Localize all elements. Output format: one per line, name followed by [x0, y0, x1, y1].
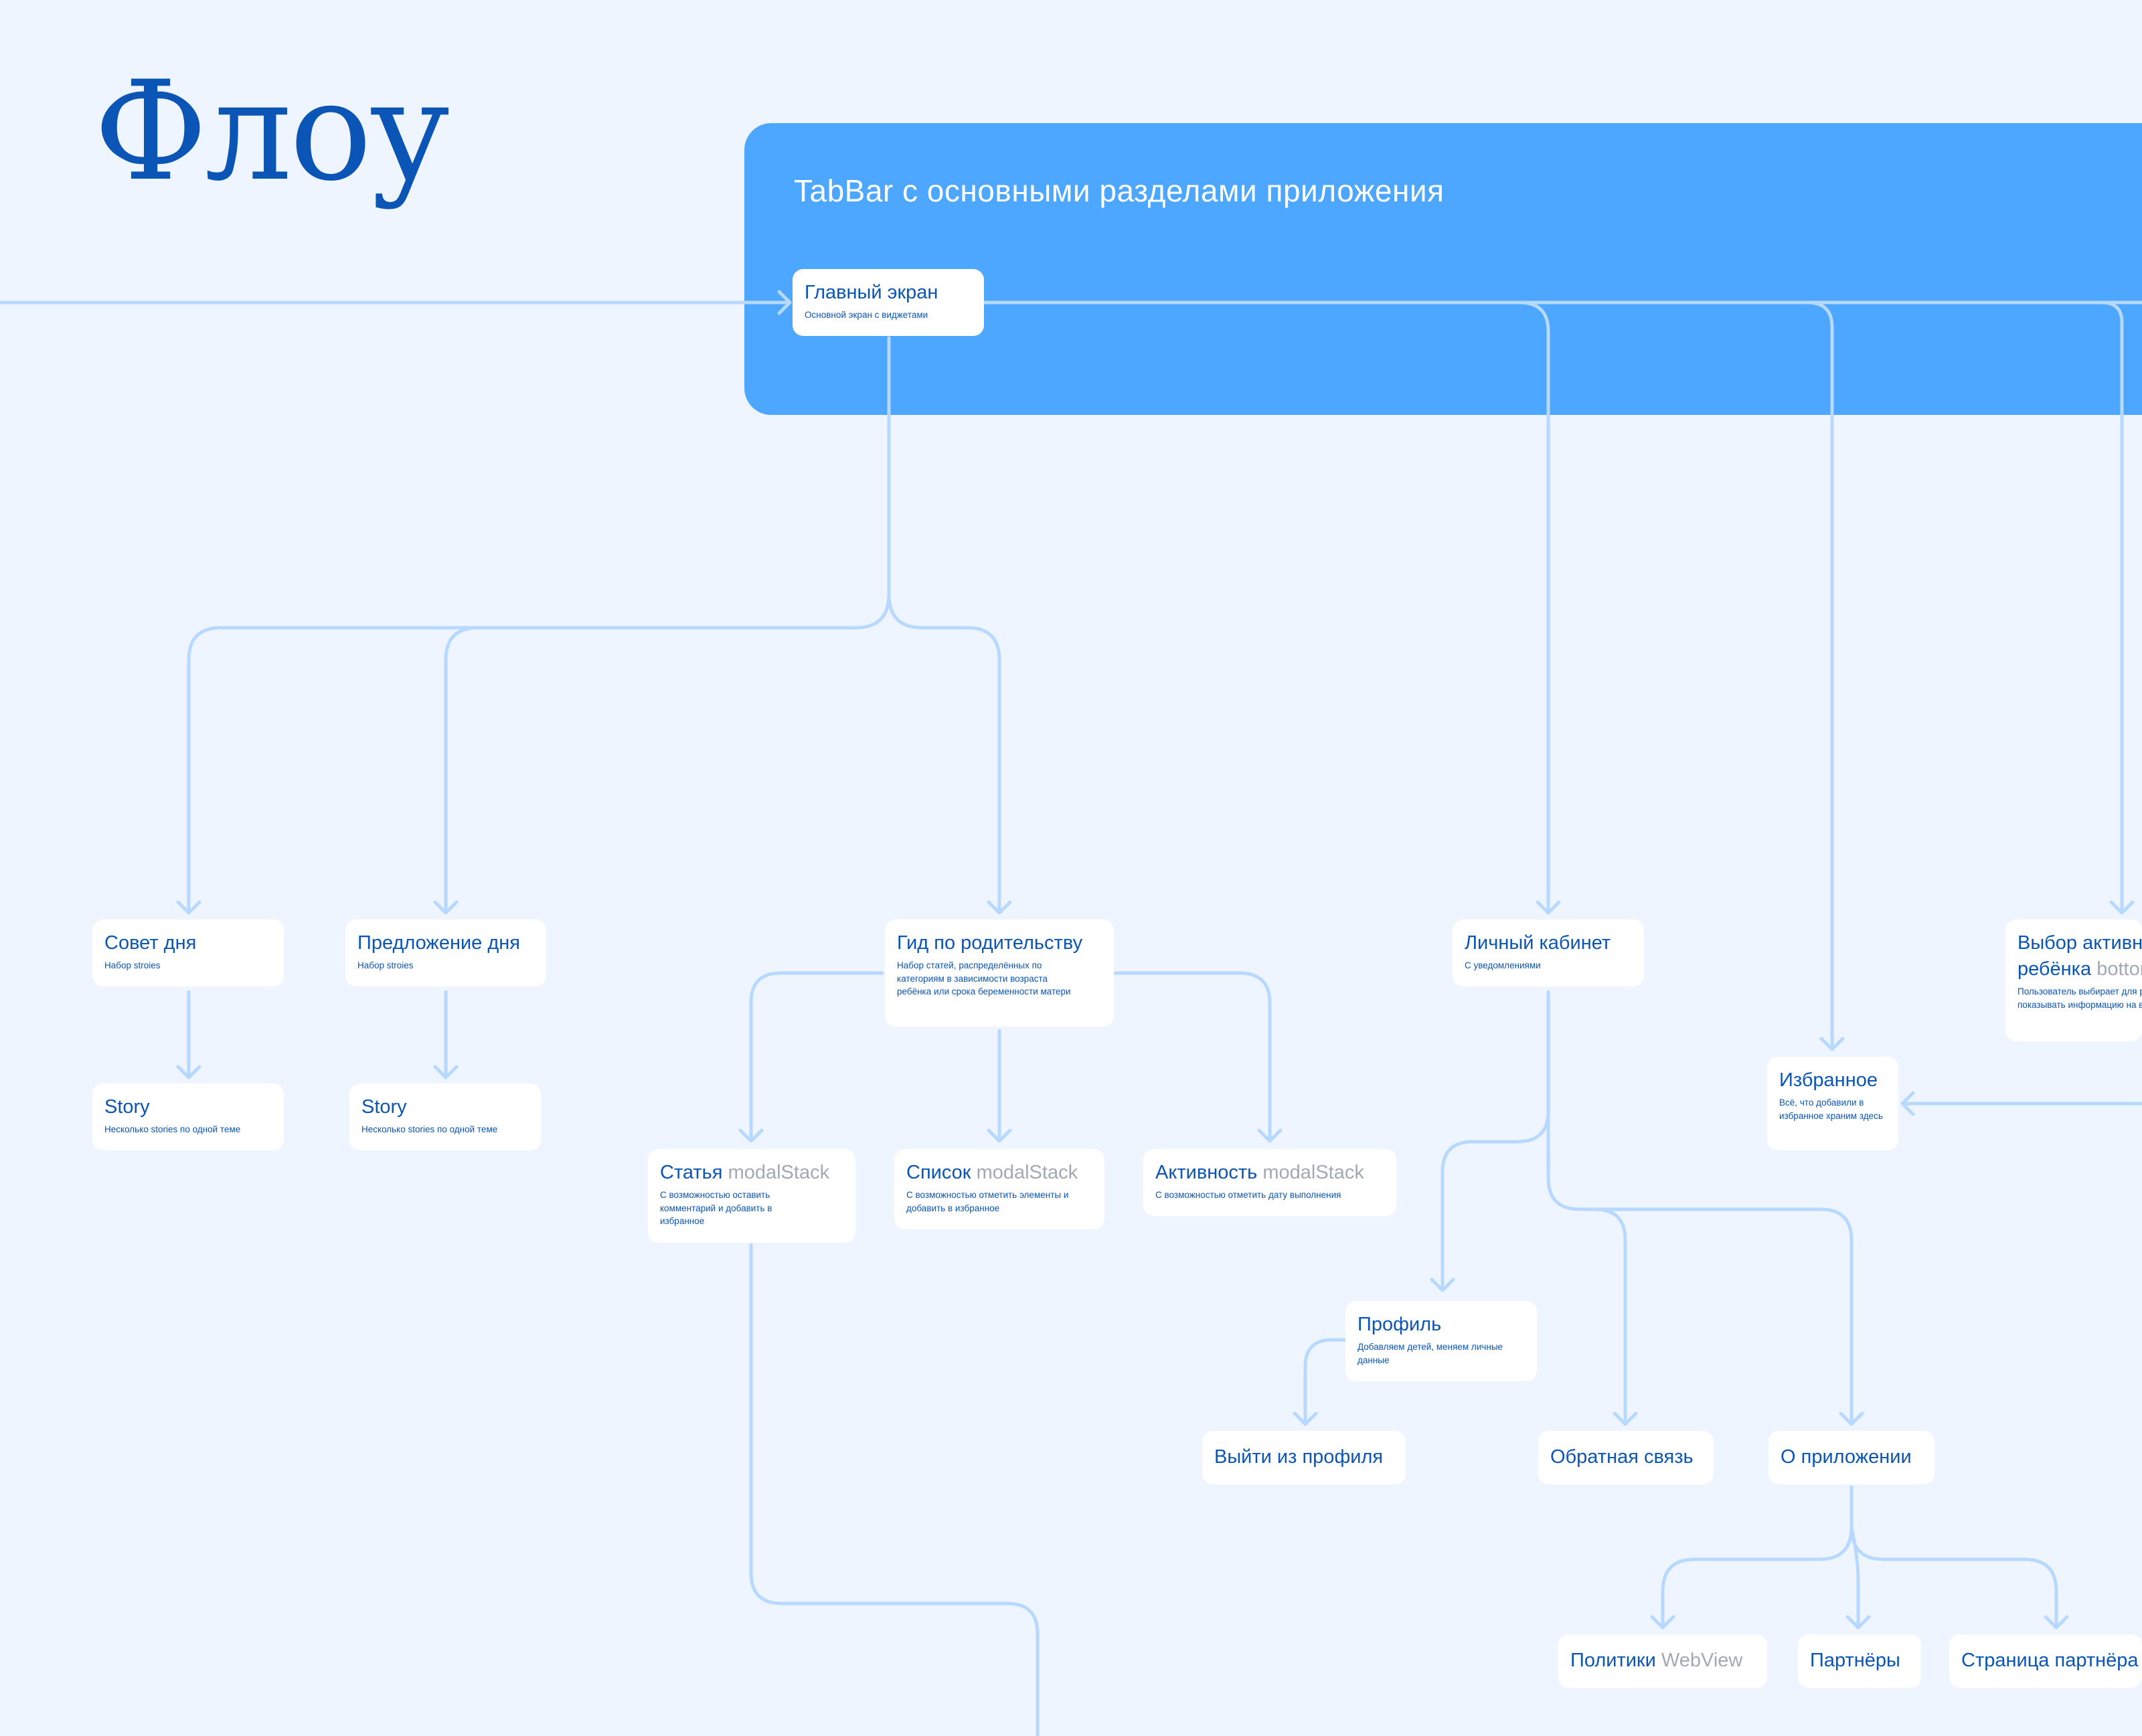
logo: Флоу — [94, 52, 450, 211]
connector-article-down — [749, 1243, 1040, 1736]
node-title: Страница партнёра — [1961, 1650, 2139, 1672]
tabbar-section — [744, 123, 2142, 415]
node-activity[interactable]: Активность modalStack С возможностью отм… — [1143, 1149, 1396, 1216]
tabbar-title: TabBar с основными разделами приложения — [794, 173, 1445, 208]
node-list[interactable]: Список modalStack С возможностью отметит… — [894, 1149, 1104, 1229]
node-title: Story — [361, 1096, 407, 1118]
node-policies[interactable]: Политики WebView — [1558, 1634, 1767, 1688]
node-desc: Добавляем детей, меняем личные данные — [1357, 1342, 1503, 1365]
node-partners[interactable]: Партнёры — [1798, 1634, 1921, 1688]
node-feedback[interactable]: Обратная связь — [1538, 1431, 1714, 1484]
node-desc: Набор stroies — [104, 960, 161, 971]
node-personal-cabinet[interactable]: Личный кабинет С уведомлениями — [1453, 920, 1644, 986]
node-title-text: Выбор активного ребёнка — [2017, 932, 2142, 980]
node-title-text: Активность — [1155, 1162, 1258, 1183]
node-offer-of-day[interactable]: Предложение дня Набор stroies — [345, 920, 546, 986]
connector-to-logout — [1293, 1338, 1347, 1426]
node-story-offer[interactable]: Story Несколько stories по одной теме — [349, 1083, 541, 1150]
node-title: Совет дня — [104, 932, 197, 954]
node-about-app[interactable]: О приложении — [1768, 1431, 1934, 1484]
connector-to-about — [1578, 1207, 1864, 1426]
connector-to-favorites — [1805, 300, 1845, 1051]
node-main-screen[interactable]: Главный экран Основной экран с виджетами — [793, 269, 984, 336]
node-title: Выбор активного ребёнка bottomSheet — [2017, 930, 2142, 982]
node-title: Профиль — [1357, 1314, 1442, 1335]
connector-to-policies — [1650, 1525, 1853, 1630]
connector-to-tip — [176, 592, 891, 915]
node-title-text: Список — [906, 1162, 971, 1183]
node-tip-of-day[interactable]: Совет дня Набор stroies — [92, 920, 284, 986]
node-desc: С возможностью оставить комментарий и до… — [660, 1190, 772, 1227]
node-title: Личный кабинет — [1465, 932, 1611, 954]
node-title: Гид по родительству — [897, 932, 1083, 954]
node-article[interactable]: Статья modalStack С возможностью оставит… — [648, 1149, 855, 1243]
node-tag: modalStack — [976, 1162, 1078, 1183]
node-desc: С возможностью отметить дату выполнения — [1155, 1190, 1341, 1201]
node-desc: Набор stroies — [357, 960, 414, 971]
node-title: Обратная связь — [1550, 1446, 1694, 1468]
connector-to-guide — [887, 592, 1012, 915]
node-desc: С возможностью отметить элементы и добав… — [906, 1190, 1069, 1213]
node-tag: modalStack — [728, 1162, 830, 1183]
connector-to-profile — [1430, 1109, 1550, 1292]
node-title: Предложение дня — [357, 932, 521, 954]
node-title: Статья modalStack — [660, 1160, 843, 1186]
node-favorites[interactable]: Избранное Всё, что добавили в избранное … — [1767, 1057, 1898, 1150]
node-desc: Пользователь выбирает для ребёнка показы… — [2017, 986, 2142, 1010]
node-title: Политики WebView — [1570, 1648, 1742, 1674]
node-desc: Всё, что добавили в избранное храним зде… — [1779, 1098, 1883, 1121]
connector-to-article — [738, 971, 884, 1143]
node-profile[interactable]: Профиль Добавляем детей, меняем личные д… — [1345, 1301, 1537, 1381]
node-title-text: Политики — [1570, 1650, 1656, 1672]
node-title: Главный экран — [805, 282, 938, 303]
node-desc: Набор статей, распределённых по категори… — [897, 960, 1071, 997]
node-child-select[interactable]: Выбор активного ребёнка bottomSheet Поль… — [2005, 920, 2142, 1041]
connector-to-feedback — [1546, 1176, 1638, 1426]
connector-to-offer — [433, 626, 480, 915]
node-story-tip[interactable]: Story Несколько stories по одной теме — [92, 1083, 284, 1150]
node-desc: Несколько stories по одной теме — [361, 1124, 498, 1135]
connector-to-activity — [1113, 971, 1283, 1143]
node-title: Избранное — [1779, 1069, 1878, 1091]
node-logout[interactable]: Выйти из профиля — [1202, 1431, 1406, 1484]
node-tag: WebView — [1661, 1650, 1743, 1672]
node-desc: С уведомлениями — [1465, 960, 1541, 971]
node-desc: Несколько stories по одной теме — [104, 1124, 241, 1135]
connector-to-cabinet — [1517, 300, 1561, 915]
connector-to-child — [2100, 300, 2135, 915]
node-title: О приложении — [1781, 1446, 1912, 1468]
node-parenting-guide[interactable]: Гид по родительству Набор статей, распре… — [885, 920, 1114, 1027]
node-title: Партнёры — [1810, 1650, 1900, 1672]
connector-to-partner-page — [1849, 1525, 2069, 1630]
node-title: Story — [104, 1096, 150, 1118]
node-tag: modalStack — [1262, 1162, 1364, 1183]
node-tag: bottomSheet — [2096, 958, 2142, 980]
node-desc: Основной экран с виджетами — [805, 310, 928, 321]
node-title-text: Статья — [660, 1162, 723, 1183]
node-title: Выйти из профиля — [1214, 1446, 1384, 1468]
node-title: Активность modalStack — [1155, 1160, 1384, 1186]
node-title: Список modalStack — [906, 1160, 1092, 1186]
node-partner-page[interactable]: Страница партнёра — [1949, 1634, 2142, 1688]
